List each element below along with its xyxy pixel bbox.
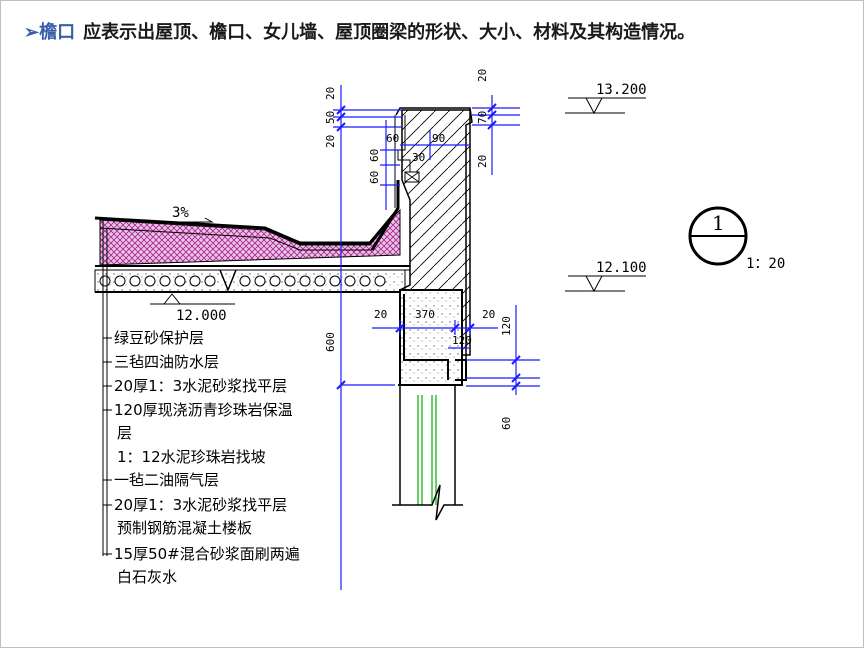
title-keyword: 檐口	[39, 22, 76, 43]
dim-20-b: 20	[324, 135, 337, 148]
layer-8: 预制钢筋混凝土楼板	[117, 519, 252, 537]
dim-30: 30	[412, 151, 425, 164]
layer-7: 20厚1：3水泥砂浆找平层	[114, 496, 287, 514]
dim-70: 70	[476, 111, 489, 124]
layer-2: 三毡四油防水层	[114, 353, 219, 371]
layer-4: 120厚现浇沥青珍珠岩保温	[114, 401, 293, 419]
wall-below	[392, 385, 463, 521]
dim-20-a: 20	[324, 87, 337, 100]
slide-title: ➢檐口应表示出屋顶、檐口、女儿墙、屋顶圈梁的形状、大小、材料及其构造情况。	[24, 18, 695, 44]
detail-scale: 1：20	[746, 256, 785, 272]
slope-label: 3%	[172, 205, 189, 221]
flashing-upturn	[370, 180, 400, 251]
bullet-arrow-icon: ➢	[24, 22, 40, 43]
slope-arrow	[168, 217, 214, 223]
detail-number: 1	[712, 211, 725, 235]
elevation-mark-slab	[150, 293, 235, 305]
layer-3: 20厚1：3水泥砂浆找平层	[114, 377, 287, 395]
dim-50: 50	[324, 111, 337, 124]
dim-20-r: 20	[476, 69, 489, 82]
elevation-mark-top	[565, 97, 646, 115]
elevation-12100: 12.100	[596, 260, 647, 276]
dim-60v: 60	[368, 149, 381, 162]
ring-beam	[399, 289, 463, 386]
dimension-lines	[333, 85, 540, 590]
callout-leaders	[102, 220, 112, 556]
title-text: 应表示出屋顶、檐口、女儿墙、屋顶圈梁的形状、大小、材料及其构造情况。	[83, 22, 696, 43]
dim-60v2: 60	[368, 171, 381, 184]
layer-1: 绿豆砂保护层	[114, 329, 204, 347]
dim-120-h: 120	[452, 334, 472, 347]
waterproof-top-line	[94, 212, 397, 245]
dim-90: 90	[432, 132, 445, 145]
elevation-13200: 13.200	[596, 82, 647, 98]
layer-5: 1：12水泥珍珠岩找坡	[117, 448, 266, 466]
dim-60a: 60	[386, 132, 399, 145]
dim-60-b: 60	[500, 417, 513, 430]
layer-6: 一毡二油隔气层	[114, 471, 219, 489]
dim-20-rr: 20	[482, 308, 495, 321]
screed-line	[99, 227, 372, 251]
dim-20-l: 20	[374, 308, 387, 321]
layer-4-cont: 层	[117, 424, 132, 442]
slab-joint	[219, 269, 237, 293]
ring-beam-inner	[403, 294, 449, 380]
dim-370: 370	[415, 308, 435, 321]
dimension-ticks	[336, 103, 521, 391]
layer-9: 15厚50#混合砂浆面刷两遍	[114, 545, 300, 563]
plaster-outline	[394, 115, 411, 208]
layer-9-cont: 白石灰水	[117, 568, 177, 586]
elevation-12000: 12.000	[176, 308, 227, 324]
dim-20-r2: 20	[476, 155, 489, 168]
drip-groove	[455, 359, 467, 381]
dim-120-v: 120	[500, 316, 513, 336]
dim-600: 600	[324, 332, 337, 352]
elevation-mark-middle	[565, 275, 646, 293]
slab-cores	[99, 275, 386, 287]
